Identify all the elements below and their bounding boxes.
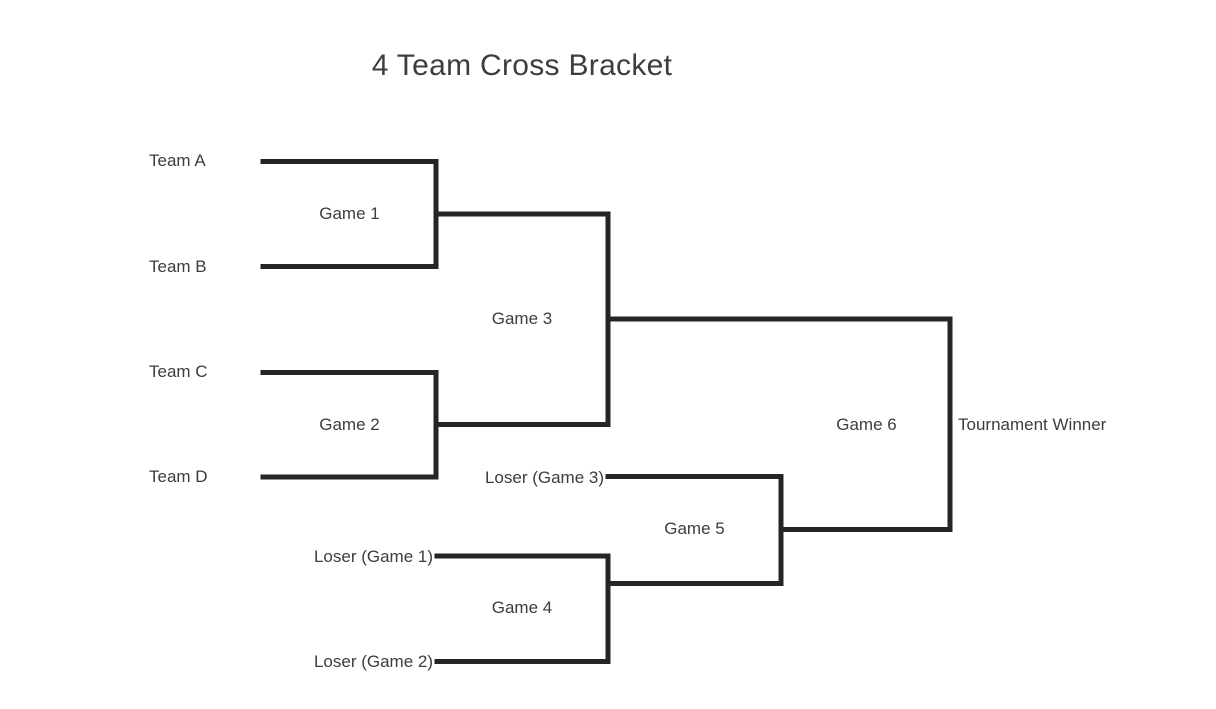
loser-game1-label: Loser (Game 1) <box>313 547 433 566</box>
team-c-label: Team C <box>149 362 208 381</box>
game1-label: Game 1 <box>319 204 380 223</box>
game6-label: Game 6 <box>836 415 897 434</box>
loser-game2-label: Loser (Game 2) <box>313 652 433 671</box>
team-d-label: Team D <box>149 467 208 486</box>
tournament-winner-label: Tournament Winner <box>958 415 1107 434</box>
team-a-label: Team A <box>149 151 206 170</box>
game3-label: Game 3 <box>491 309 553 328</box>
game5-label: Game 5 <box>664 519 725 538</box>
loser-game3-label: Loser (Game 3) <box>484 468 604 487</box>
page-title: 4 Team Cross Bracket <box>371 49 673 82</box>
team-b-label: Team B <box>149 257 207 276</box>
game4-label: Game 4 <box>491 598 553 617</box>
game2-label: Game 2 <box>319 415 380 434</box>
